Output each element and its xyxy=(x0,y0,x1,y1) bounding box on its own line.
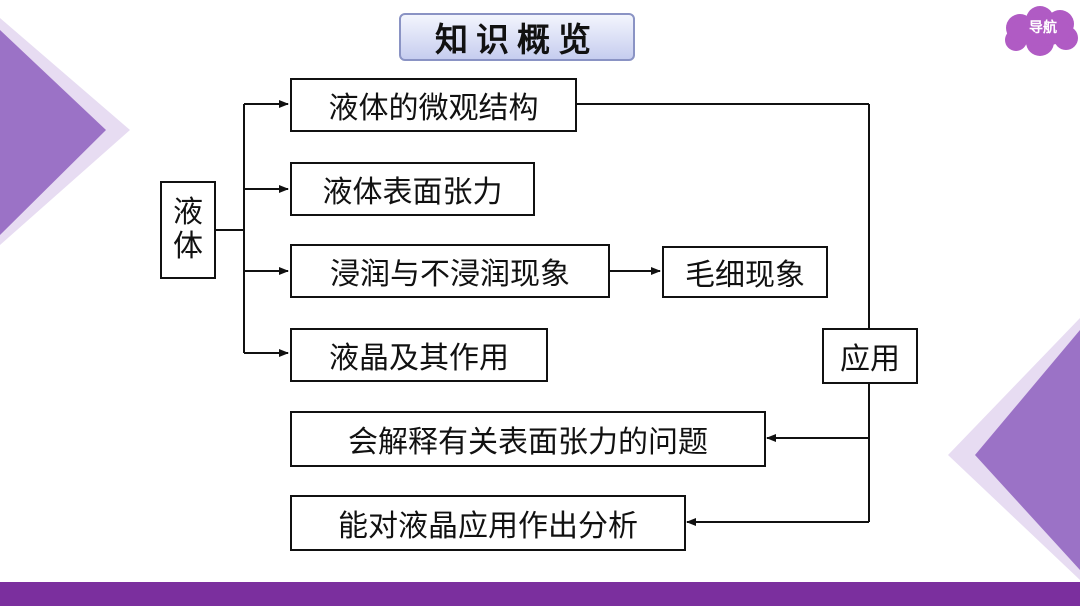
bottom-bar xyxy=(0,582,1080,606)
application-node: 应用 xyxy=(822,328,918,384)
sub-topic-node: 毛细现象 xyxy=(662,246,828,298)
nav-button-label[interactable]: 导航 xyxy=(1029,20,1057,36)
root-node-label: 液体 xyxy=(173,195,203,264)
application-item-2: 能对液晶应用作出分析 xyxy=(290,495,686,551)
left-decor-triangle xyxy=(0,30,106,235)
page-title: 知识概览 xyxy=(399,13,635,61)
topic-node-4: 液晶及其作用 xyxy=(290,328,548,382)
topic-node-3: 浸润与不浸润现象 xyxy=(290,244,610,298)
topic-node-2: 液体表面张力 xyxy=(290,162,535,216)
topic-node-1: 液体的微观结构 xyxy=(290,78,577,132)
nav-cloud-icon[interactable] xyxy=(1005,6,1078,56)
application-item-1: 会解释有关表面张力的问题 xyxy=(290,411,766,467)
right-decor-triangle xyxy=(975,330,1080,570)
root-node: 液体 xyxy=(160,181,216,279)
